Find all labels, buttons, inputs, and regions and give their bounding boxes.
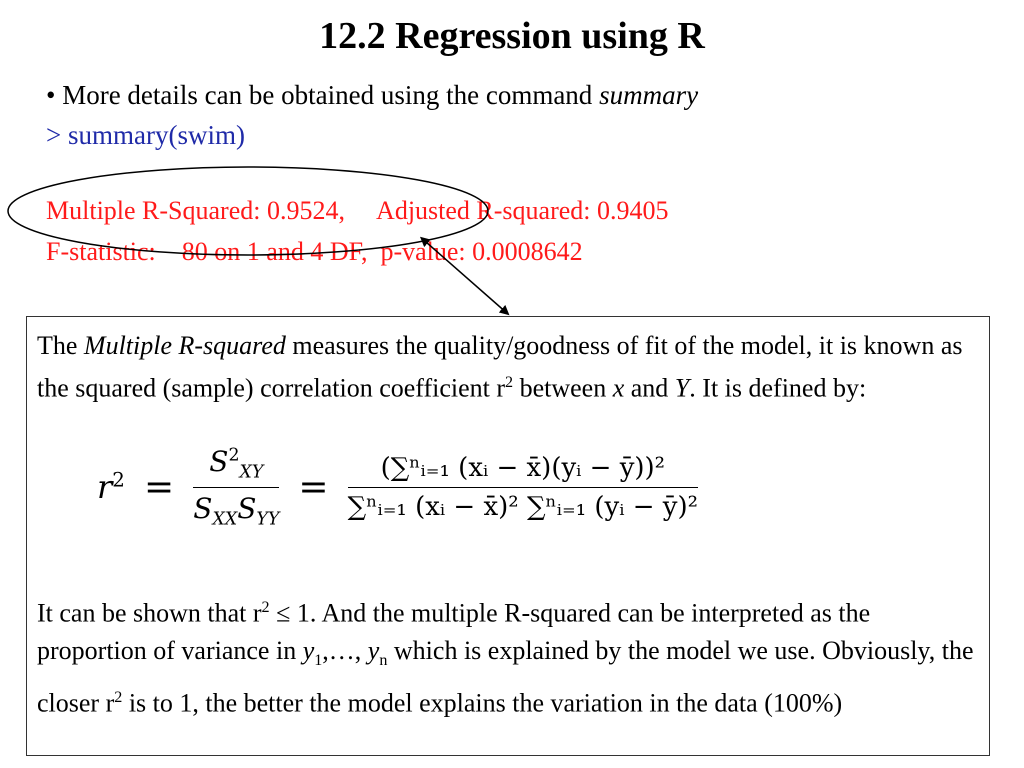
formula-lhs-base: r [97,468,113,507]
p1-text-c: measures the quality/goodness of fit of … [37,331,963,403]
den1-b: S [237,491,257,525]
r-squared-formula: r2 = S2XY SXXSYY = (∑ⁿᵢ₌₁ (xᵢ − x̄)(yᵢ −… [97,445,699,530]
den1-b-sub: YY [256,509,280,530]
fraction-1-numerator: S2XY [193,445,280,488]
slide-title: 12.2 Regression using R [319,15,705,57]
p2-text-k: is to 1, the better the model explains t… [122,688,843,718]
formula-equals-1: = [144,466,175,508]
p2-sub-1: 1 [314,651,323,669]
bullet-command-name: summary [599,80,699,110]
explanation-box: The Multiple R-squared measures the qual… [26,316,990,756]
formula-equals-2: = [298,466,329,508]
den1-a: S [193,491,213,525]
fraction-2-numerator: (∑ⁿᵢ₌₁ (xᵢ − x̄)(yᵢ − ȳ))² [347,453,699,488]
formula-fraction-2: (∑ⁿᵢ₌₁ (xᵢ − x̄)(yᵢ − ȳ))² ∑ⁿᵢ₌₁ (xᵢ − x… [347,453,699,522]
fraction-1-denominator: SXXSYY [193,488,279,530]
num1-base: S [209,445,229,478]
p2-text-f: ,…, [322,635,368,665]
p2-var-y1: y [302,635,315,665]
formula-lhs: r2 [97,468,125,506]
bullet-text-prefix: • More details can be obtained using the… [46,80,600,110]
num1-sub: XY [239,462,264,483]
p1-text-a: The [37,331,84,360]
p2-sup-1: 2 [261,599,270,616]
p1-term-multiple-r-squared: Multiple R-squared [83,331,286,360]
bullet-text: • More details can be obtained using the… [46,80,698,111]
den1-a-sub: XX [212,509,238,530]
r-command: > summary(swim) [46,120,245,150]
interpretation-paragraph: It can be shown that r2 ≤ 1. And the mul… [37,589,981,722]
p2-sup-2: 2 [114,688,123,706]
p1-var-y: Y [674,373,690,403]
p1-var-x: x [612,373,625,403]
p2-text-c: ≤ 1. And the multiple R-squared can be i… [37,598,871,665]
p1-superscript: 2 [505,374,514,391]
formula-lhs-exponent: 2 [112,468,125,492]
p1-text-i: . It is defined by: [689,373,867,403]
p1-text-e: between [513,373,613,403]
fraction-2-denominator: ∑ⁿᵢ₌₁ (xᵢ − x̄)² ∑ⁿᵢ₌₁ (yᵢ − ȳ)² [347,491,699,522]
formula-fraction-1: S2XY SXXSYY [193,445,280,530]
p2-text-a: It can be shown that r [37,598,262,628]
num1-sup: 2 [228,445,240,466]
r-output-line-2: F-statistic: 80 on 1 and 4 DF, p-value: … [46,237,583,266]
p2-sub-n: n [379,651,388,669]
p2-text-i: which is explained by the model we use. … [37,635,974,718]
p1-text-g: and [624,373,675,403]
r-output-line-1: Multiple R-Squared: 0.9524, Adjusted R-s… [46,196,669,225]
definition-paragraph: The Multiple R-squared measures the qual… [37,327,981,407]
p2-var-yn: y [367,635,380,665]
